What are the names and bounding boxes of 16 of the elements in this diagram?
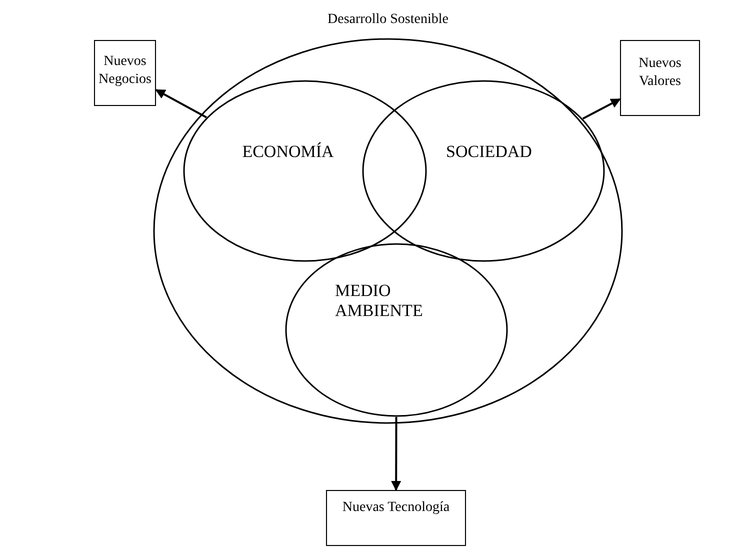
text-box bbox=[620, 40, 700, 116]
text-box bbox=[94, 40, 156, 106]
box-label: Nuevos Valores bbox=[638, 55, 682, 91]
arrow bbox=[155, 89, 207, 118]
circle-label: MEDIO AMBIENTE bbox=[335, 281, 424, 321]
arrow bbox=[582, 98, 621, 120]
ellipse-label: Desarrollo Sostenible bbox=[326, 11, 450, 29]
circle-label: ECONOMÍA bbox=[241, 142, 335, 162]
venn-circle bbox=[183, 80, 427, 262]
box-label: Nuevos Negocios bbox=[98, 53, 152, 89]
box-label: Nuevas Tecnología bbox=[341, 499, 451, 517]
arrow bbox=[391, 417, 402, 491]
circle-label: SOCIEDAD bbox=[445, 142, 533, 162]
text-box bbox=[326, 490, 466, 546]
venn-circle bbox=[362, 80, 605, 262]
venn-circle bbox=[285, 243, 508, 417]
